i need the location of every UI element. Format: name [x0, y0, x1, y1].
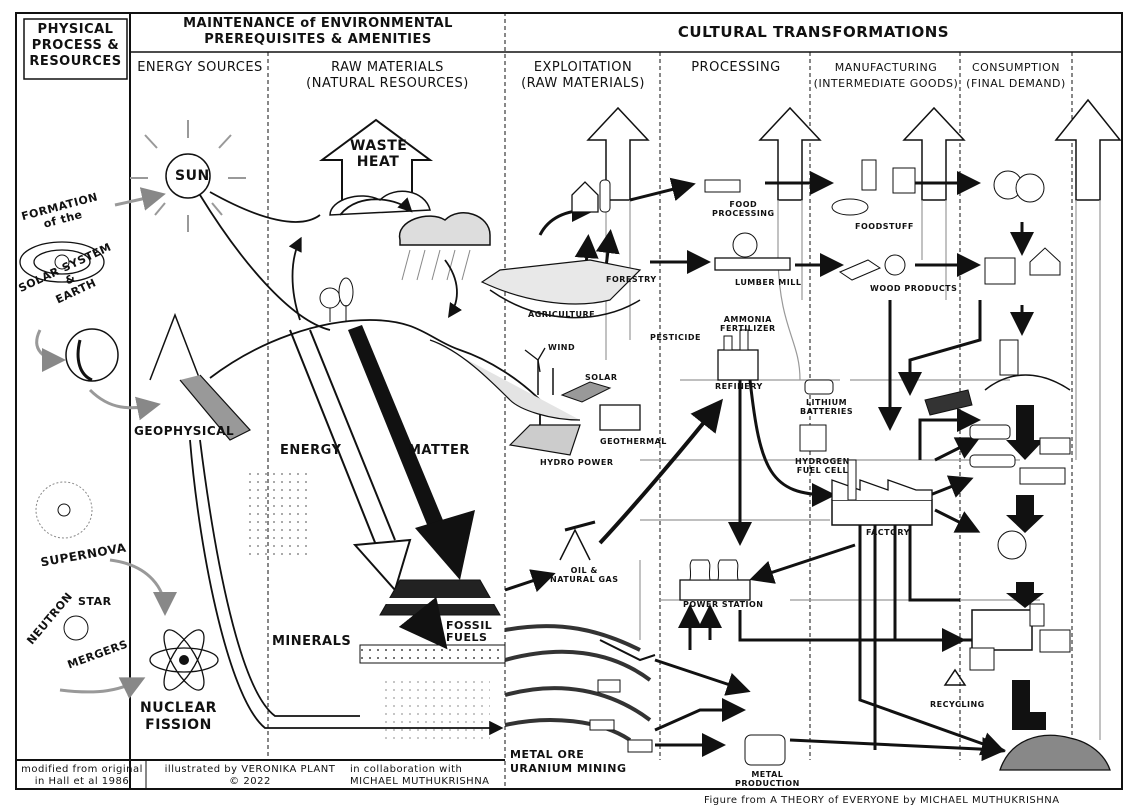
sidebar-title-line: RESOURCES	[29, 54, 122, 69]
maintenance-header-line: MAINTENANCE of ENVIRONMENTAL	[183, 16, 453, 31]
footer-illustrated: illustrated by VERONIKA PLANT © 2022	[150, 764, 350, 788]
oil-gas-line: OIL &	[570, 566, 598, 575]
metal-ore-line: METAL ORE	[510, 748, 585, 761]
fossil-fuels-line: FOSSIL	[446, 619, 493, 632]
footer-collab-line: MICHAEL MUTHUKRISHNA	[350, 776, 490, 787]
power-station-label: POWER STATION	[683, 600, 764, 609]
footer-illustrated-line: © 2022	[229, 776, 271, 787]
oil-gas-label: OIL & NATURAL GAS	[550, 566, 618, 584]
footer-modified: modified from original in Hall et al 198…	[20, 764, 144, 788]
sidebar-title-line: PHYSICAL	[37, 22, 114, 37]
geothermal-label: GEOTHERMAL	[600, 437, 667, 446]
maintenance-header-line: PREREQUISITES & AMENITIES	[204, 32, 432, 47]
metal-production-line: PRODUCTION	[735, 779, 800, 788]
forestry-label: FORESTRY	[606, 275, 657, 284]
oil-gas-line: NATURAL GAS	[550, 575, 619, 584]
diagram-frame	[15, 12, 1123, 790]
matter-label: MATTER	[408, 443, 470, 458]
factory-label: FACTORY	[866, 528, 910, 537]
agriculture-label: AGRICULTURE	[528, 310, 596, 319]
waste-heat-line: HEAT	[356, 154, 400, 170]
foodstuff-label: FOODSTUFF	[855, 222, 914, 231]
metal-production-label: METAL PRODUCTION	[735, 770, 800, 788]
footer-collab-line: in collaboration with	[350, 764, 463, 775]
hydrogen-fuel-cell-label: HYDROGEN FUEL CELL	[795, 457, 850, 475]
hydrogen-fuel-cell-line: FUEL CELL	[796, 466, 849, 475]
manufacturing-header: MANUFACTURING (INTERMEDIATE GOODS)	[812, 60, 960, 92]
maintenance-header: MAINTENANCE of ENVIRONMENTAL PREREQUISIT…	[132, 16, 504, 48]
food-processing-line: PROCESSING	[712, 209, 775, 218]
hydrogen-fuel-cell-line: HYDROGEN	[795, 457, 850, 466]
star-label: STAR	[78, 595, 112, 608]
consumption-header-line: (FINAL DEMAND)	[966, 77, 1066, 90]
waste-heat-line: WASTE	[350, 138, 408, 154]
footer-collab: in collaboration with MICHAEL MUTHUKRISH…	[350, 764, 500, 788]
pesticide-label: PESTICIDE	[650, 333, 701, 342]
lumber-mill-label: LUMBER MILL	[735, 278, 802, 287]
fossil-fuels-label: FOSSIL FUELS	[446, 620, 492, 644]
cultural-header: CULTURAL TRANSFORMATIONS	[677, 23, 950, 41]
wood-products-label: WOOD PRODUCTS	[870, 284, 958, 293]
metal-production-line: METAL	[751, 770, 784, 779]
sidebar-title-line: PROCESS &	[31, 38, 120, 53]
geophysical-label: GEOPHYSICAL	[134, 424, 235, 438]
sidebar-title: PHYSICAL PROCESS & RESOURCES	[24, 22, 127, 70]
lithium-batteries-line: BATTERIES	[800, 407, 854, 416]
manufacturing-header-line: (INTERMEDIATE GOODS)	[813, 77, 959, 90]
exploitation-header: EXPLOITATION (RAW MATERIALS)	[506, 60, 660, 92]
lithium-batteries-label: LITHIUM BATTERIES	[800, 398, 853, 416]
footer-modified-line: modified from original	[21, 764, 143, 775]
minerals-label: MINERALS	[272, 634, 352, 649]
recycling-label: RECYCLING	[930, 700, 985, 709]
exploitation-header-line: EXPLOITATION	[533, 60, 633, 75]
lithium-batteries-line: LITHIUM	[805, 398, 848, 407]
consumption-header: CONSUMPTION (FINAL DEMAND)	[960, 60, 1072, 92]
wind-label: WIND	[548, 343, 576, 352]
exploitation-header-line: (RAW MATERIALS)	[521, 76, 645, 91]
nuclear-fission-line: NUCLEAR	[140, 700, 217, 716]
solar-label: SOLAR	[585, 373, 618, 382]
raw-materials-header-line: RAW MATERIALS	[331, 60, 444, 75]
fossil-fuels-line: FUELS	[446, 631, 488, 644]
food-processing-line: FOOD	[729, 200, 758, 209]
energy-sources-header: ENERGY SOURCES	[137, 60, 263, 75]
metal-ore-label: METAL ORE URANIUM MINING	[510, 748, 627, 776]
consumption-header-line: CONSUMPTION	[971, 61, 1061, 74]
footer-illustrated-line: illustrated by VERONIKA PLANT	[164, 764, 336, 775]
energy-label: ENERGY	[280, 443, 342, 458]
raw-materials-header: RAW MATERIALS (NATURAL RESOURCES)	[270, 60, 505, 92]
nuclear-fission-label: NUCLEAR FISSION	[140, 700, 217, 734]
sun-label: SUN	[175, 168, 210, 184]
manufacturing-header-line: MANUFACTURING	[834, 61, 938, 74]
hydro-power-label: HYDRO POWER	[540, 458, 614, 467]
processing-header: PROCESSING	[691, 60, 781, 75]
metal-ore-line: URANIUM MINING	[510, 762, 627, 775]
ammonia-fertilizer-label: AMMONIA FERTILIZER	[720, 315, 776, 333]
nuclear-fission-line: FISSION	[145, 717, 212, 733]
figure-credit: Figure from A THEORY of EVERYONE by MICH…	[704, 795, 1060, 806]
waste-heat-label: WASTE HEAT	[350, 138, 408, 170]
ammonia-fertilizer-line: FERTILIZER	[720, 324, 776, 333]
food-processing-label: FOOD PROCESSING	[712, 200, 775, 218]
ammonia-fertilizer-line: AMMONIA	[723, 315, 772, 324]
footer-modified-line: in Hall et al 1986	[34, 776, 130, 787]
refinery-label: REFINERY	[715, 382, 763, 391]
raw-materials-header-line: (NATURAL RESOURCES)	[306, 76, 469, 91]
